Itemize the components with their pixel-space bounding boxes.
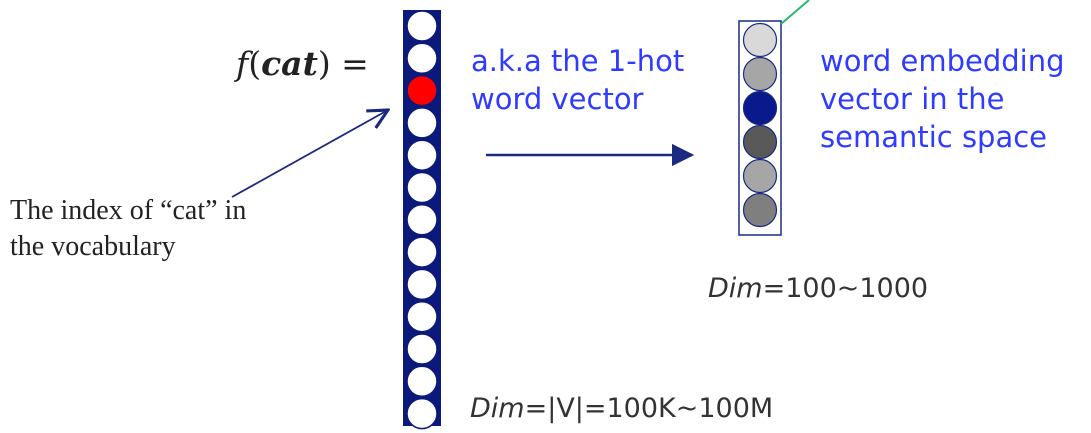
onehot-vector-cells xyxy=(406,10,438,430)
onehot-dimension-caption: Dim=|V|=100K~100M xyxy=(470,393,773,424)
formula: f(cat) = xyxy=(236,44,369,83)
index-note-line-1: The index of “cat” in xyxy=(10,195,247,226)
formula-equals: = xyxy=(330,44,369,83)
onehot-cell xyxy=(406,397,438,430)
embedding-cell xyxy=(742,124,778,160)
onehot-label-line-2: word vector xyxy=(471,82,644,116)
formula-function: f xyxy=(236,44,249,83)
onehot-cell xyxy=(406,10,438,42)
embedding-label-line-3: semantic space xyxy=(820,120,1048,154)
onehot-dim-value: =|V|=100K~100M xyxy=(524,393,774,424)
embedding-cell xyxy=(742,90,778,126)
index-pointer-arrow xyxy=(231,110,388,198)
embedding-dim-prefix: Dim xyxy=(708,273,763,304)
onehot-cell xyxy=(406,139,438,171)
embedding-cell xyxy=(742,192,778,228)
onehot-cell xyxy=(406,236,438,268)
formula-close-paren: ) xyxy=(317,44,331,83)
formula-argument: cat xyxy=(261,44,318,83)
onehot-dim-prefix: Dim xyxy=(470,393,525,424)
onehot-cell xyxy=(406,268,438,301)
onehot-cell xyxy=(406,204,438,236)
onehot-cell xyxy=(406,42,438,75)
onehot-cell xyxy=(406,171,438,204)
onehot-cell xyxy=(406,300,438,333)
onehot-label: a.k.a the 1-hot word vector xyxy=(471,42,731,118)
embedding-label-line-1: word embedding xyxy=(820,44,1065,78)
onehot-cell xyxy=(406,365,438,398)
onehot-cell xyxy=(406,107,438,139)
embedding-dimension-caption: Dim=100~1000 xyxy=(708,273,928,304)
onehot-cell xyxy=(406,333,438,365)
embedding-vector-cells xyxy=(742,22,778,228)
index-note-line-2: the vocabulary xyxy=(10,231,176,262)
onehot-label-line-1: a.k.a the 1-hot xyxy=(471,44,685,78)
onehot-cell-hot xyxy=(406,74,438,107)
embedding-label-line-2: vector in the xyxy=(820,82,1005,116)
embedding-dim-value: =100~1000 xyxy=(762,273,929,304)
embedding-label: word embedding vector in the semantic sp… xyxy=(820,42,1090,156)
embedding-cell xyxy=(742,22,778,58)
embedding-cell xyxy=(742,56,778,92)
formula-open-paren: ( xyxy=(248,44,262,83)
green-connector-line xyxy=(780,0,810,25)
embedding-cell xyxy=(742,158,778,194)
vocabulary-index-note: The index of “cat” in the vocabulary xyxy=(10,193,246,265)
